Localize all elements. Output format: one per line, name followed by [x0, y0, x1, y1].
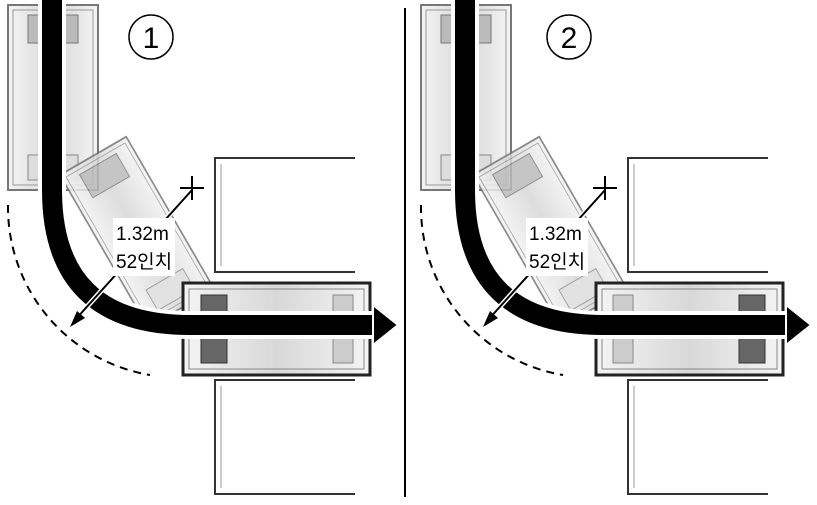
rotation-arc — [419, 204, 564, 376]
cabinet-top — [627, 157, 769, 273]
radius-metric-label: 1.32m — [529, 224, 582, 245]
step-number: 2 — [561, 22, 578, 55]
movement-arrow — [455, 0, 788, 335]
step-number: 1 — [143, 22, 160, 55]
rotation-arc — [6, 204, 151, 376]
cabinet-bottom — [627, 379, 769, 495]
panel-step-1: 1.32m 52인치 1 — [6, 0, 400, 495]
panel-step-2: 1.32m 52인치 2 — [419, 0, 813, 495]
arrowhead-icon — [372, 302, 400, 348]
pivot-crosshair-icon — [593, 176, 617, 200]
movement-arrow — [42, 0, 375, 335]
step-badge — [128, 14, 174, 60]
radius-metric-label: 1.32m — [116, 224, 169, 245]
arrowhead-icon — [785, 302, 813, 348]
step-badge — [546, 14, 592, 60]
radius-imperial-label: 52인치 — [529, 251, 585, 273]
pivot-crosshair-icon — [180, 176, 204, 200]
cabinet-bottom — [214, 379, 356, 495]
cabinet-top — [214, 157, 356, 273]
radius-imperial-label: 52인치 — [116, 251, 172, 273]
